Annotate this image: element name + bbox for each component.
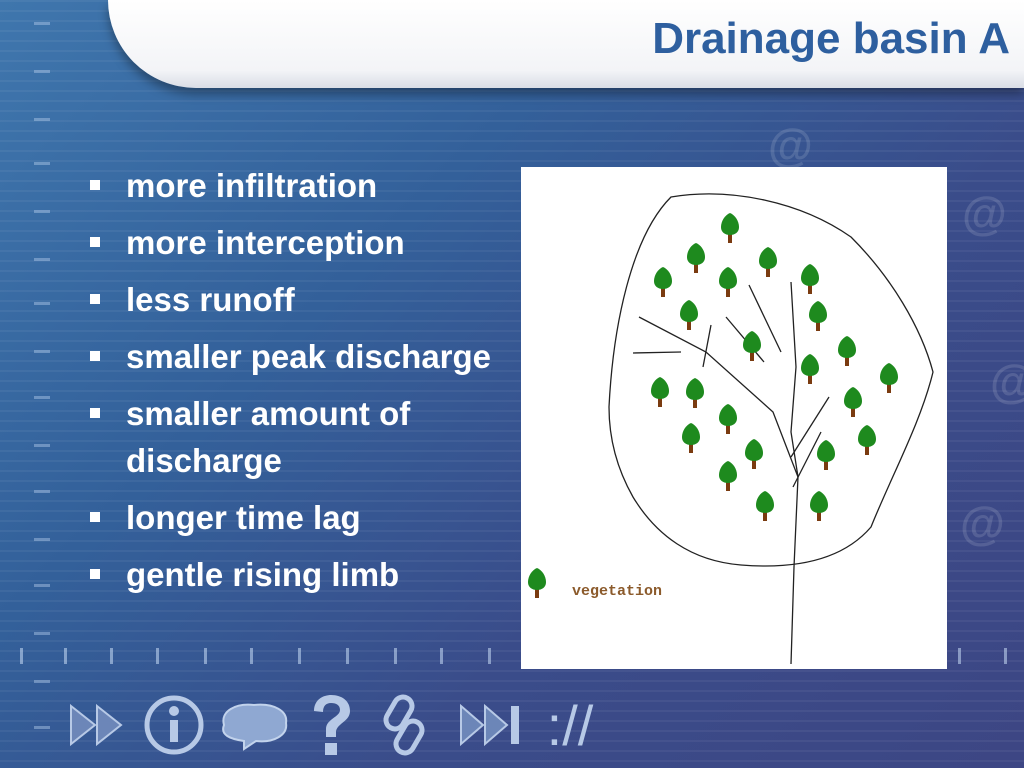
tree-icon bbox=[680, 300, 698, 330]
tree-icon bbox=[858, 425, 876, 455]
tributary bbox=[790, 396, 830, 458]
at-symbol-watermark: @ bbox=[960, 497, 1005, 549]
tree-icon bbox=[756, 491, 774, 521]
tree-icon bbox=[719, 404, 737, 434]
bullet-marker bbox=[90, 408, 100, 418]
tributary bbox=[748, 284, 782, 353]
tree-icon bbox=[810, 491, 828, 521]
tree-icon bbox=[801, 354, 819, 384]
legend-label: vegetation bbox=[572, 583, 663, 600]
bottom-decorative-ticks bbox=[0, 648, 1024, 668]
bullet-marker bbox=[90, 180, 100, 190]
tree-icon bbox=[528, 568, 546, 598]
left-decorative-ticks bbox=[28, 0, 58, 768]
tree-icon bbox=[838, 336, 856, 366]
basin-svg bbox=[528, 193, 934, 665]
bullet-item: less runoff bbox=[90, 276, 510, 323]
bullet-marker bbox=[90, 237, 100, 247]
tributary bbox=[792, 431, 822, 488]
tributary bbox=[790, 281, 799, 478]
tree-icon bbox=[745, 439, 763, 469]
navigation-bar: :// bbox=[68, 690, 608, 760]
tree-icon bbox=[654, 267, 672, 297]
bullet-marker bbox=[90, 294, 100, 304]
tree-icon bbox=[651, 377, 669, 407]
at-symbol-watermark: @ bbox=[768, 119, 813, 171]
speech-bubble-icon[interactable] bbox=[214, 690, 294, 760]
tree-icon bbox=[880, 363, 898, 393]
tree-icon bbox=[759, 247, 777, 277]
at-symbol-watermark: @ bbox=[962, 187, 1007, 239]
tributary bbox=[702, 324, 712, 368]
bullet-marker bbox=[90, 512, 100, 522]
tree-icon bbox=[809, 301, 827, 331]
question-icon[interactable] bbox=[306, 690, 356, 760]
bullet-list: more infiltration more interception less… bbox=[90, 162, 510, 608]
tree-layer bbox=[528, 213, 898, 598]
tree-icon bbox=[719, 267, 737, 297]
slide-title: Drainage basin A bbox=[652, 14, 1010, 63]
tree-icon bbox=[687, 243, 705, 273]
tree-icon bbox=[686, 378, 704, 408]
bullet-item: smaller peak discharge bbox=[90, 333, 510, 380]
tree-icon bbox=[719, 461, 737, 491]
skip-end-icon[interactable] bbox=[458, 690, 534, 760]
basin-boundary bbox=[608, 193, 934, 567]
title-banner: Drainage basin A bbox=[108, 0, 1024, 88]
tree-icon bbox=[801, 264, 819, 294]
bullet-item: gentle rising limb bbox=[90, 551, 510, 598]
bullet-item: more infiltration bbox=[90, 162, 510, 209]
at-symbol-watermark: @ bbox=[990, 354, 1024, 408]
tree-icon bbox=[721, 213, 739, 243]
protocol-text: :// bbox=[546, 693, 594, 757]
link-icon[interactable] bbox=[374, 690, 434, 760]
bullet-item: more interception bbox=[90, 219, 510, 266]
tributary bbox=[632, 351, 682, 354]
fast-forward-icon[interactable] bbox=[68, 690, 128, 760]
bullet-item: longer time lag bbox=[90, 494, 510, 541]
drainage-basin-diagram: vegetation bbox=[521, 167, 947, 669]
bullet-marker bbox=[90, 351, 100, 361]
main-river bbox=[638, 316, 799, 665]
info-icon[interactable] bbox=[142, 690, 206, 760]
tree-icon bbox=[682, 423, 700, 453]
bullet-marker bbox=[90, 569, 100, 579]
tree-icon bbox=[817, 440, 835, 470]
bullet-item: smaller amount of discharge bbox=[90, 390, 510, 484]
tree-icon bbox=[743, 331, 761, 361]
tree-icon bbox=[844, 387, 862, 417]
